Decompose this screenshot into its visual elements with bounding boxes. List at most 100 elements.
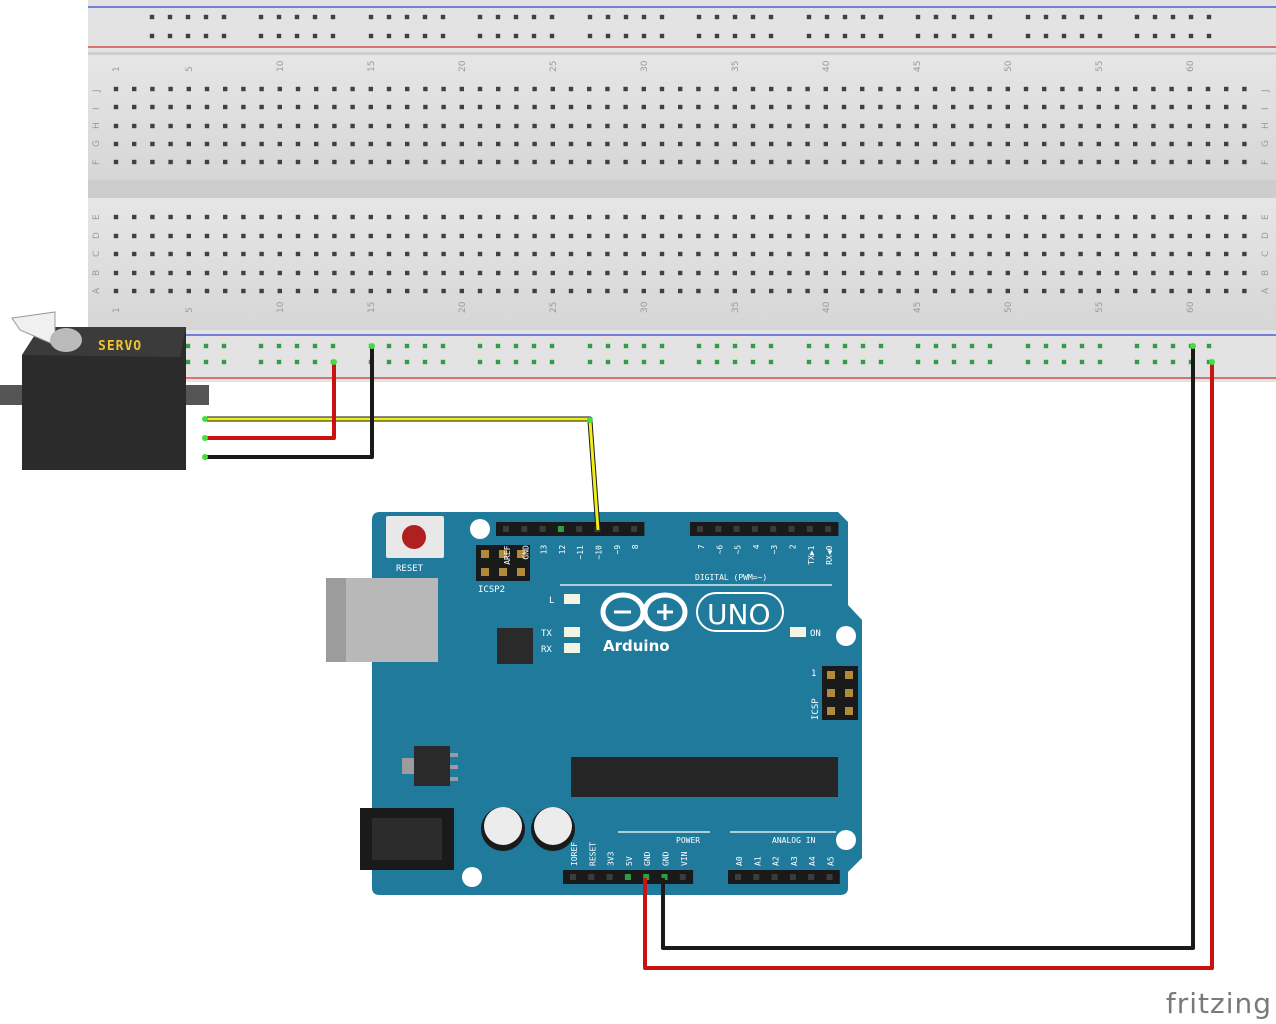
breadboard-hole [841, 141, 847, 147]
breadboard-hole [259, 123, 264, 129]
header-pin[interactable] [588, 874, 595, 880]
header-strip [496, 522, 645, 536]
reset-button-cap[interactable] [402, 525, 426, 549]
rail-hole [1097, 359, 1103, 365]
breadboard-hole [1224, 233, 1229, 239]
header-pin[interactable] [733, 526, 740, 532]
breadboard-hole [860, 141, 865, 147]
breadboard-hole [132, 141, 137, 147]
breadboard-hole [1187, 270, 1192, 276]
breadboard-hole [696, 86, 701, 92]
terminal-area-bottom [88, 198, 1276, 330]
header-pin[interactable] [539, 526, 546, 532]
breadboard-hole [714, 159, 719, 165]
header-pin[interactable] [557, 526, 564, 532]
rail-hole [1170, 14, 1176, 20]
breadboard-hole [823, 141, 828, 147]
breadboard-hole [841, 214, 847, 220]
rail-hole [495, 343, 501, 349]
breadboard-hole [423, 123, 428, 129]
breadboard-hole [314, 270, 319, 276]
breadboard-hole [623, 288, 628, 294]
column-number: 10 [276, 301, 286, 313]
breadboard-hole [496, 123, 501, 129]
header-pin[interactable] [806, 526, 813, 532]
breadboard-hole [787, 141, 792, 147]
breadboard-hole [1005, 104, 1010, 110]
breadboard-hole [1078, 270, 1083, 276]
breadboard-hole [496, 288, 501, 294]
breadboard-hole [405, 288, 410, 294]
breadboard-hole [914, 288, 919, 294]
header-pin[interactable] [606, 874, 613, 880]
breadboard-hole [550, 270, 555, 276]
breadboard-hole [605, 104, 610, 110]
header-pin[interactable] [753, 874, 760, 880]
header-pin[interactable] [624, 874, 631, 880]
header-pin[interactable] [751, 526, 758, 532]
header-pin[interactable] [503, 526, 509, 532]
breadboard-hole [496, 251, 501, 257]
top-power-rail [88, 0, 1276, 52]
breadboard-hole [532, 141, 537, 147]
header-pin[interactable] [826, 874, 833, 880]
breadboard-hole [459, 123, 464, 129]
header-pin[interactable] [612, 526, 619, 532]
breadboard-hole [441, 288, 446, 294]
rail-hole [185, 359, 191, 365]
icsp2-header [476, 545, 530, 581]
breadboard-hole [1114, 141, 1120, 147]
breadboard-hole [1169, 233, 1174, 239]
header-pin[interactable] [697, 526, 703, 532]
breadboard-hole [186, 251, 191, 257]
breadboard-hole [386, 214, 392, 220]
pin-label: A0 [735, 856, 744, 866]
breadboard-hole [1187, 104, 1192, 110]
breadboard-hole [914, 251, 919, 257]
breadboard-hole [587, 233, 592, 239]
breadboard-hole [1224, 86, 1229, 92]
breadboard-hole [113, 270, 119, 276]
header-pin[interactable] [679, 874, 686, 880]
breadboard-hole [259, 141, 264, 147]
capacitor [531, 807, 575, 851]
header-pin[interactable] [521, 526, 528, 532]
header-pin[interactable] [771, 874, 778, 880]
header-pin[interactable] [788, 526, 795, 532]
rail-hole [404, 359, 410, 365]
breadboard-hole [1114, 86, 1120, 92]
header-pin[interactable] [643, 874, 650, 880]
header-pin[interactable] [735, 874, 741, 880]
breadboard-hole [405, 233, 410, 239]
header-pin[interactable] [570, 874, 576, 880]
header-pin[interactable] [715, 526, 722, 532]
header-pin[interactable] [631, 526, 638, 532]
breadboard-hole [787, 214, 792, 220]
breadboard-hole [659, 233, 665, 239]
fritzing-watermark: fritzing [1165, 987, 1272, 1020]
header-strip [728, 870, 840, 884]
header-pin[interactable] [661, 874, 668, 880]
breadboard-hole [1133, 251, 1138, 257]
column-number: 60 [1186, 60, 1196, 72]
breadboard-hole [969, 123, 974, 129]
header-pin[interactable] [789, 874, 796, 880]
breadboard-hole [1169, 251, 1174, 257]
pin-label: RX◀0 [825, 545, 834, 564]
breadboard-hole [805, 270, 810, 276]
header-pin[interactable] [576, 526, 583, 532]
header-pin[interactable] [770, 526, 777, 532]
header-pin[interactable] [825, 526, 832, 532]
rail-hole [696, 33, 702, 39]
breadboard-hole [1042, 141, 1047, 147]
column-number: 30 [640, 301, 650, 313]
breadboard-hole [896, 104, 901, 110]
breadboard-hole [878, 141, 883, 147]
breadboard-hole [841, 86, 847, 92]
rail-hole [440, 343, 446, 349]
breadboard-hole [295, 251, 301, 257]
breadboard-hole [204, 233, 210, 239]
rail-hole [1079, 359, 1085, 365]
header-pin[interactable] [808, 874, 815, 880]
